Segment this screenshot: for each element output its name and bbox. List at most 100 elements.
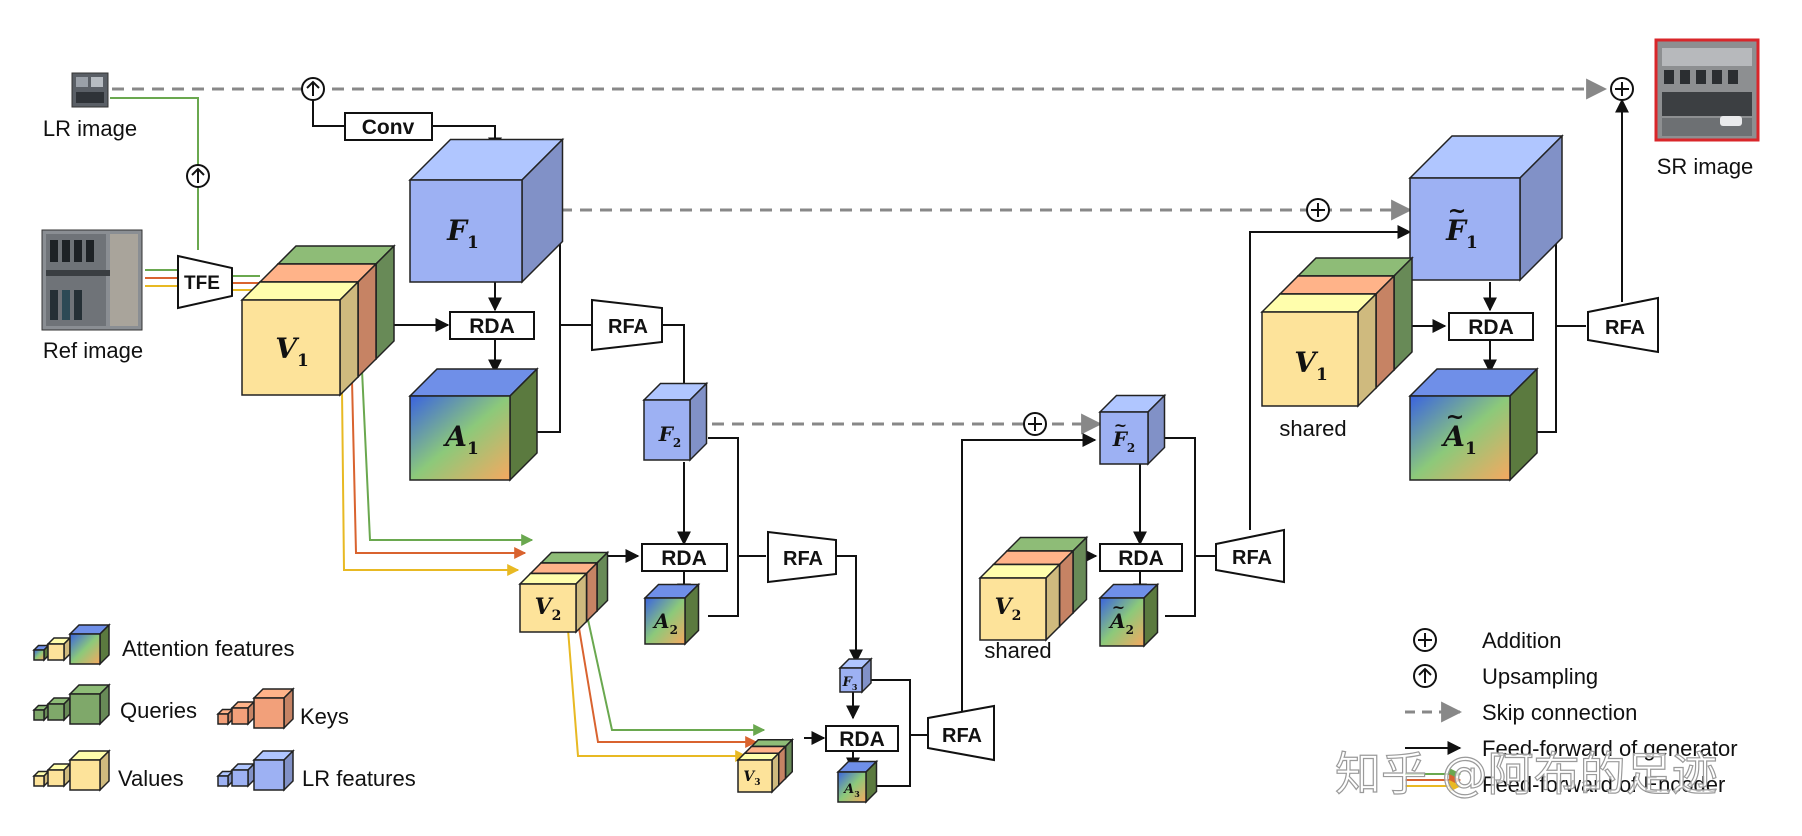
rda-label: RDA	[1118, 547, 1164, 570]
line-rfa3-f2t	[961, 433, 1097, 720]
cube-legend	[32, 623, 295, 792]
legend-attention-label: Attention features	[122, 636, 294, 661]
rfa-label: RFA	[1232, 547, 1272, 569]
legend-queries-icon-s	[32, 703, 51, 722]
upsample-symbol-top	[301, 77, 325, 101]
a3-cube	[836, 759, 879, 804]
legend-queries-label: Queries	[120, 698, 197, 723]
legend-keys-icon-s	[216, 707, 235, 726]
f1-label: F1	[446, 214, 479, 253]
legend-attention-icon	[32, 623, 111, 666]
line-up-conv	[312, 100, 345, 127]
legend-keys-icon-m	[230, 700, 256, 726]
rda-block-1: RDA	[449, 311, 535, 340]
addition-symbol-f2	[1023, 412, 1047, 436]
v1s-label: V1	[1294, 346, 1328, 385]
line-rfa2-f3	[830, 555, 863, 664]
upsample-symbol-left	[186, 164, 210, 188]
legend-lrfeatures-icon-s	[216, 769, 235, 788]
v2s-label: V2	[995, 594, 1022, 624]
v3-stack	[736, 737, 795, 794]
legend-values-icon-l	[68, 749, 111, 792]
v1-shared-stack	[1260, 256, 1414, 408]
rda-label: RDA	[839, 728, 885, 751]
legend-keys-icon	[216, 687, 295, 730]
v3-label: V3	[743, 769, 760, 788]
legend-keys-label: Keys	[300, 704, 349, 729]
symbol-legend: Addition Upsampling Skip connection Feed…	[1405, 628, 1738, 797]
line-v1-v2-green	[361, 369, 534, 546]
f2-label: F2	[658, 422, 682, 450]
line-v1-v2-orange	[351, 379, 527, 559]
legend-queries-icon	[32, 683, 111, 726]
rda-label: RDA	[469, 315, 515, 338]
conv-block: Conv	[344, 112, 433, 141]
legend-attention-icon-s	[32, 643, 51, 662]
addition-symbol-f1	[1306, 198, 1330, 222]
line-v1-v2-yellow	[341, 389, 520, 576]
legend-lrfeatures-icon	[216, 749, 295, 792]
rfa-block-dec-2: RFA	[1215, 528, 1285, 584]
addition-symbol-sr	[1610, 77, 1634, 101]
rda-block-dec-2: RDA	[1099, 543, 1183, 572]
f2t-label-tilde: ~	[1114, 415, 1127, 434]
legend-addition-label: Addition	[1482, 628, 1562, 653]
rda-block-2: RDA	[641, 543, 728, 572]
v1-shared-stack-value	[1260, 292, 1378, 408]
a1t-label-tilde: ~	[1446, 404, 1465, 430]
rfa-label: RFA	[942, 725, 982, 747]
f2t-cube	[1098, 393, 1167, 466]
legend-ffgen-label: Feed-forward of generator	[1482, 736, 1738, 761]
rfa-label: RFA	[1605, 317, 1645, 339]
a1t-label: A1	[1440, 420, 1477, 459]
legend-upsampling-icon	[1413, 664, 1437, 688]
v1-stack-value	[240, 280, 360, 397]
v2-shared-stack	[978, 535, 1089, 642]
line-v2-v3-yellow	[565, 603, 748, 762]
sr-image	[1654, 38, 1760, 142]
legend-skip-label: Skip connection	[1482, 700, 1637, 725]
tfe-block: TFE	[177, 254, 233, 310]
v1-stack	[240, 244, 396, 397]
line-rfa1-f2	[662, 324, 691, 398]
legend-lrfeatures-icon-m	[230, 762, 256, 788]
v2-stack-value	[518, 571, 589, 634]
v2-label: V2	[535, 594, 562, 624]
f2t-label: F2	[1112, 427, 1136, 455]
a2-label: A2	[652, 609, 678, 637]
legend-upsampling-label: Upsampling	[1482, 664, 1598, 689]
f3-label: F3	[842, 675, 858, 692]
rfa-block-3: RFA	[927, 704, 995, 762]
ref-image	[41, 229, 143, 331]
tfe-label: TFE	[184, 273, 220, 294]
f3-cube	[838, 657, 873, 694]
sr-image-label: SR image	[1657, 154, 1754, 179]
legend-ffenc-label: Feed-forward of Encoder	[1482, 772, 1725, 797]
f1t-label: F1	[1445, 214, 1478, 253]
line-v2-v3-orange	[573, 597, 758, 748]
f1-cube	[408, 137, 565, 284]
f2-cube	[642, 381, 709, 462]
lr-image-label: LR image	[43, 116, 137, 141]
legend-addition-icon	[1413, 628, 1437, 652]
a1-cube	[408, 367, 539, 482]
a2t-cube	[1098, 582, 1160, 648]
shared-label-v1: shared	[1279, 416, 1346, 441]
line-f3-a3-rfa	[870, 679, 928, 787]
rfa-block-2: RFA	[767, 530, 837, 584]
legend-values-icon-s	[32, 769, 51, 788]
f1t-cube	[1408, 134, 1564, 282]
line-f2-a2-rfa	[708, 437, 766, 617]
v2-shared-stack-value	[978, 562, 1062, 642]
rda-label: RDA	[661, 547, 707, 570]
rda-label: RDA	[1468, 316, 1514, 339]
legend-values-label: Values	[118, 766, 184, 791]
a2t-label-tilde: ~	[1112, 597, 1125, 616]
line-rfa-f1t	[1249, 225, 1412, 530]
rda-block-dec-1: RDA	[1448, 312, 1534, 341]
v3-stack-value	[736, 751, 781, 794]
legend-lrfeatures-icon-l	[252, 749, 295, 792]
legend-ffenc-icon	[1405, 768, 1462, 792]
legend-values-icon	[32, 749, 111, 792]
